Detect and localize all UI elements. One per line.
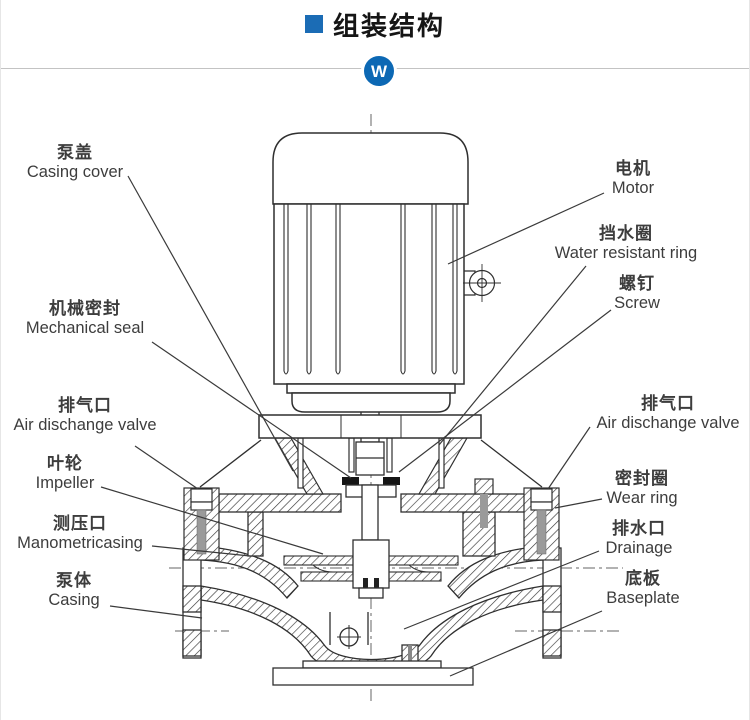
leader-lines <box>100 175 612 677</box>
leader-line-right-4 <box>554 498 603 509</box>
lantern-support-drawing <box>273 437 494 528</box>
leader-line-left-3 <box>100 486 324 555</box>
leader-line-right-6 <box>449 610 603 677</box>
baseplate-drawing <box>272 612 474 686</box>
motor-drawing <box>258 132 482 439</box>
casing-cover-drawing <box>199 439 543 513</box>
leader-line-left-2 <box>134 445 199 490</box>
section-header: 组装结构 <box>1 4 749 44</box>
leader-line-left-4 <box>151 545 251 557</box>
leader-line-right-1 <box>438 265 587 446</box>
page-title: 组装结构 <box>332 10 445 41</box>
motor-fins <box>283 204 458 375</box>
title-bullet-icon <box>304 15 323 33</box>
leader-line-left-5 <box>109 605 203 619</box>
leader-line-right-2 <box>398 309 612 473</box>
leader-line-right-0 <box>447 192 605 265</box>
watermark-letter: W <box>370 61 388 81</box>
leader-line-right-3 <box>547 426 591 490</box>
leader-line-left-0 <box>127 175 294 472</box>
leader-line-left-1 <box>151 341 352 479</box>
leader-line-right-5 <box>403 550 600 630</box>
eye-bolt-drawing <box>463 264 501 302</box>
vent-pillars-drawing <box>183 487 560 561</box>
watermark-badge-icon: W <box>361 53 397 89</box>
